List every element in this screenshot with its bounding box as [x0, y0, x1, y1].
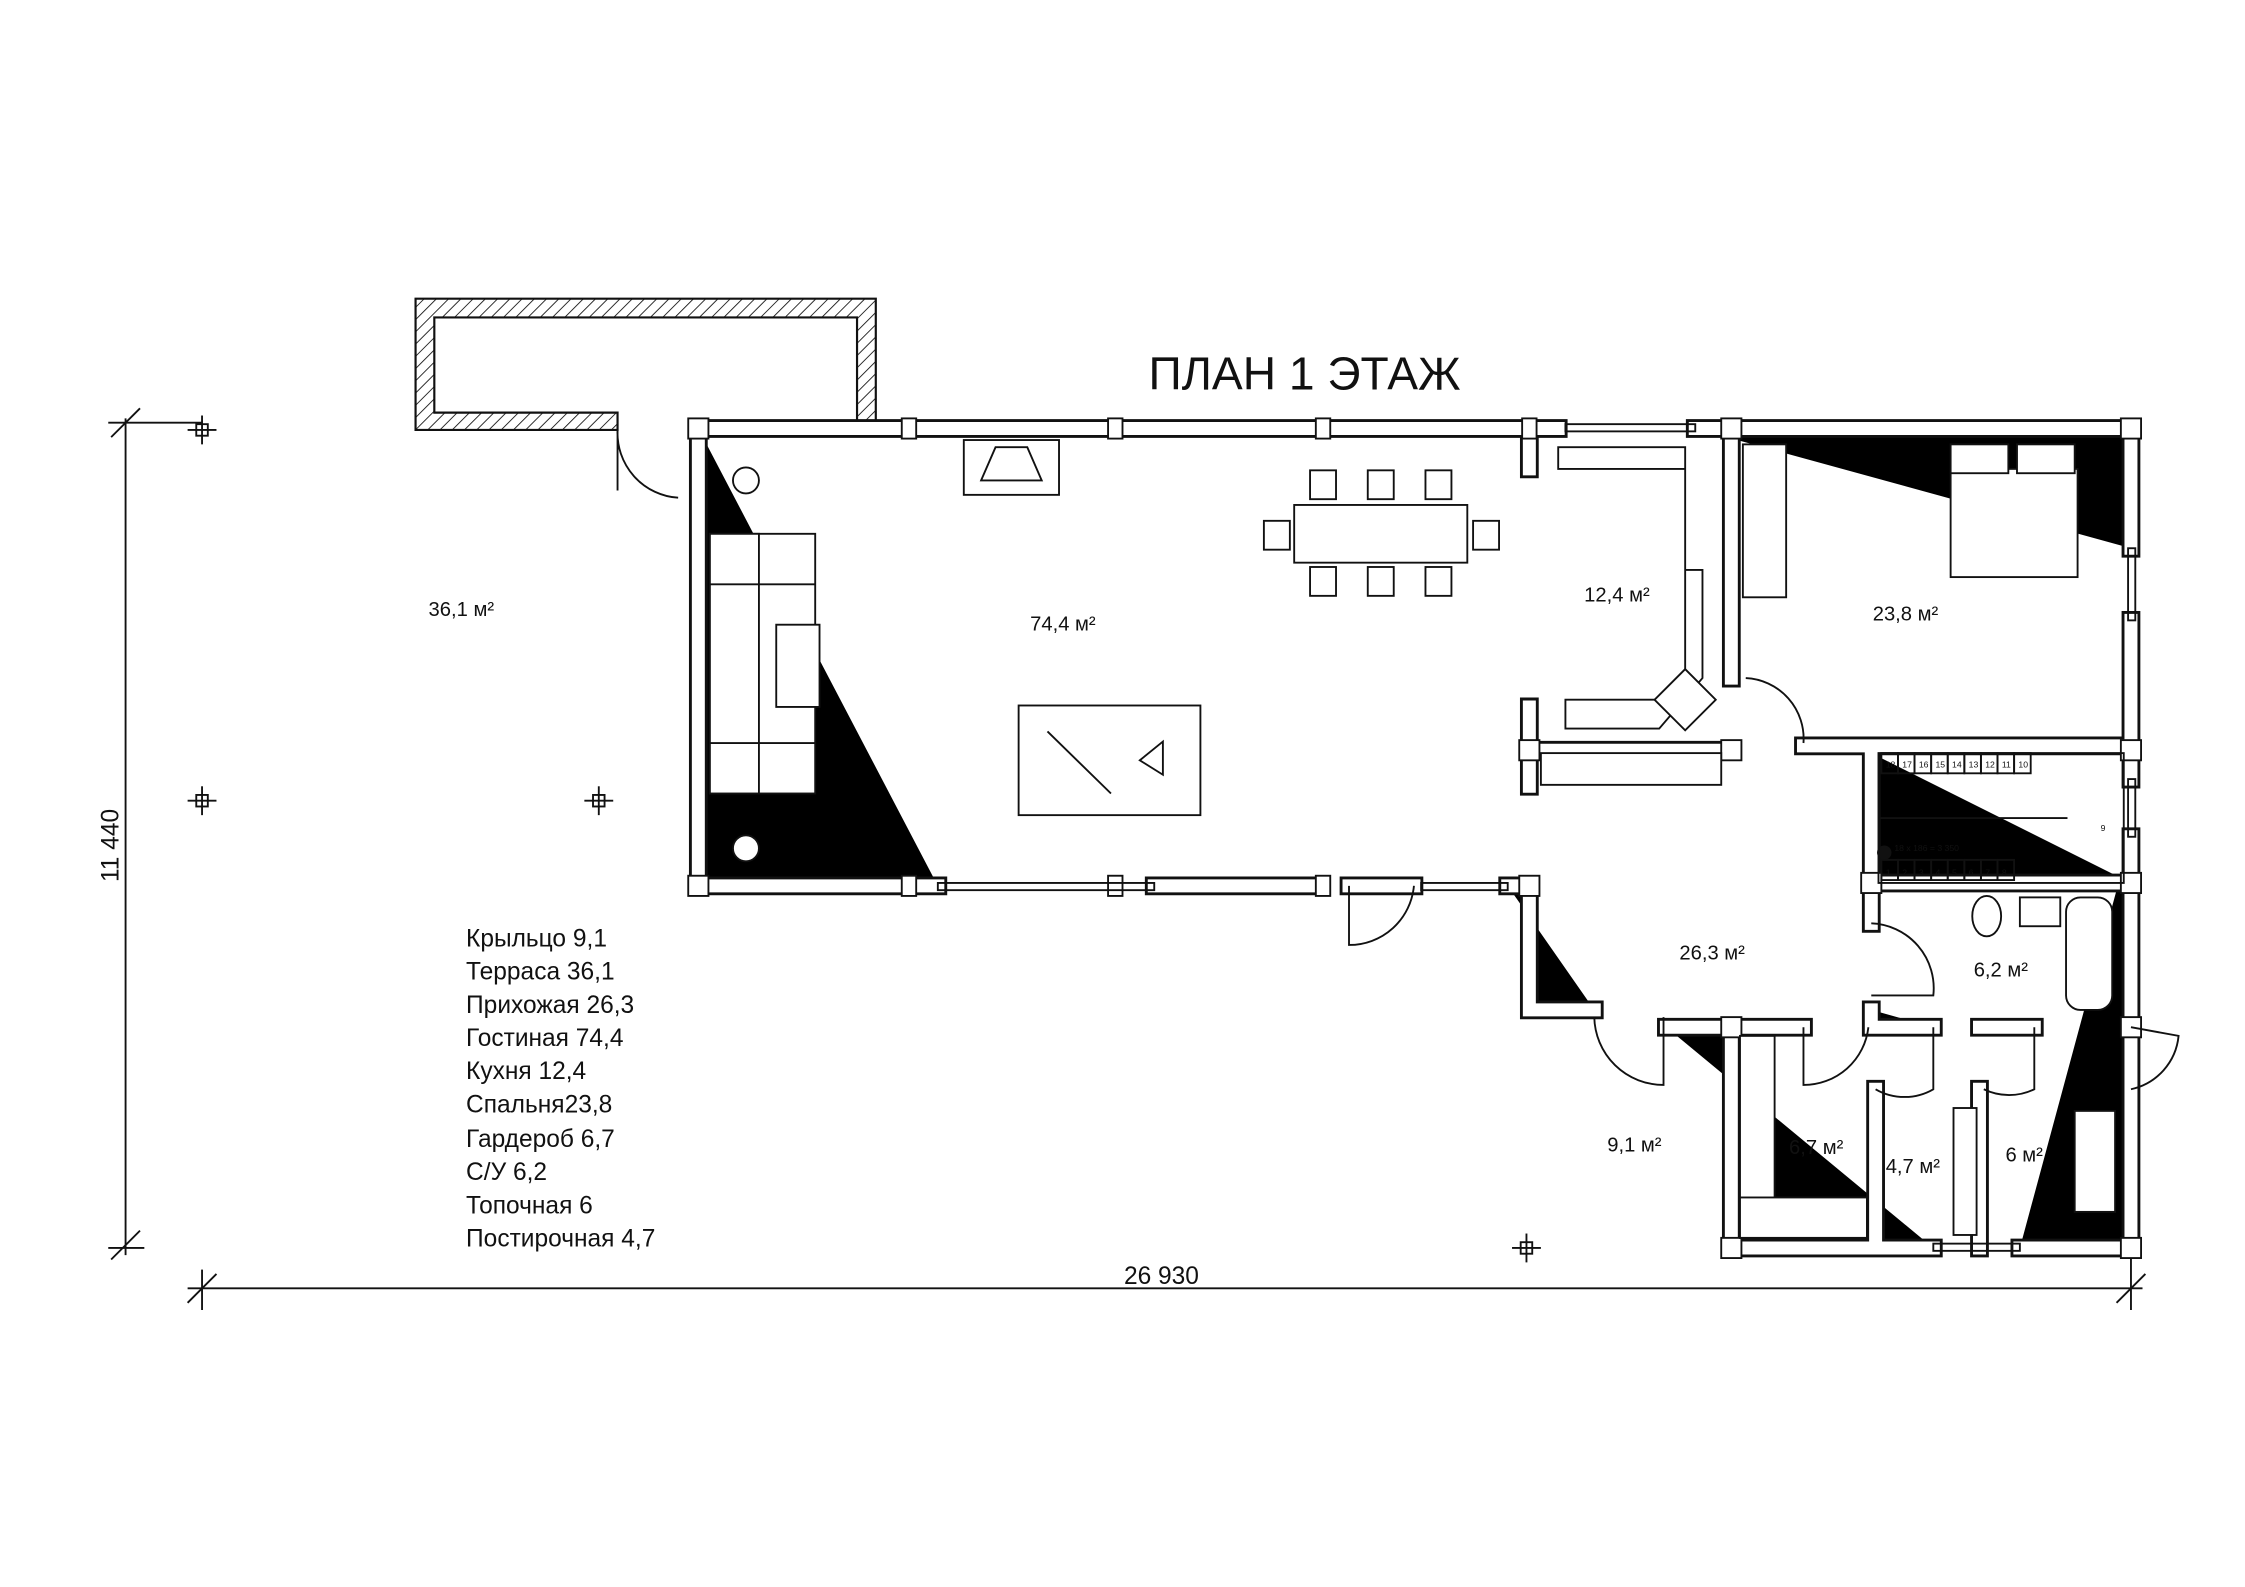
- stair-step-number: 7: [1985, 868, 1990, 878]
- room-area-living: 74,4 м²: [1030, 613, 1096, 635]
- area-legend: Крыльцо 9,1 Терраса 36,1 Прихожая 26,3 Г…: [466, 925, 655, 1252]
- legend-item: Топочная 6: [466, 1192, 593, 1219]
- stairs-landing: 9: [2101, 823, 2106, 833]
- stair-tread: [1996, 858, 2016, 882]
- stair-step-number: 3: [1919, 868, 1924, 878]
- stair-step-number: 12: [1985, 760, 1995, 770]
- dimension-width: 26 930: [186, 1255, 2147, 1310]
- legend-item: Терраса 36,1: [466, 959, 615, 986]
- legend-item: Крыльцо 9,1: [466, 925, 607, 952]
- svg-text:26 930: 26 930: [1124, 1263, 1199, 1290]
- stair-step-number: 15: [1935, 760, 1945, 770]
- room-area-laundry: 4,7 м²: [1886, 1156, 1941, 1178]
- legend-item: Кухня 12,4: [466, 1058, 586, 1085]
- columns: [187, 415, 1541, 1263]
- terrace-wall: [414, 297, 877, 432]
- stair-step-number: 13: [1969, 760, 1979, 770]
- legend-item: Гостиная 74,4: [466, 1025, 623, 1052]
- stairs-formula: 18 x 186 = 3 350: [1894, 843, 1959, 853]
- stair-step-number: 5: [1952, 868, 1957, 878]
- stair-step-number: 2: [1902, 868, 1907, 878]
- legend-item: С/У 6,2: [466, 1159, 547, 1186]
- stair-step-number: 17: [1902, 760, 1912, 770]
- stair-step-number: 10: [2018, 760, 2028, 770]
- stair-step-number: 1: [1886, 868, 1891, 878]
- legend-item: Гардероб 6,7: [466, 1126, 615, 1153]
- room-area-hall: 26,3 м²: [1679, 942, 1745, 964]
- plan-title: ПЛАН 1 ЭТАЖ: [1148, 348, 1460, 400]
- terrace-door-swing: [616, 429, 679, 499]
- legend-item: Спальня23,8: [466, 1091, 612, 1118]
- stair-step-number: 11: [2002, 760, 2011, 770]
- stair-step-number: 4: [1935, 868, 1940, 878]
- room-area-porch: 9,1 м²: [1607, 1134, 1662, 1156]
- windows: [936, 423, 2137, 1252]
- room-area-bedroom: 23,8 м²: [1873, 603, 1939, 625]
- doors: [1348, 677, 2180, 1098]
- legend-item: Постирочная 4,7: [466, 1226, 655, 1253]
- dimension-height: 11 440: [97, 407, 203, 1261]
- room-labels: 36,1 м² 74,4 м² 12,4 м² 23,8 м² 26,3 м² …: [429, 585, 2044, 1178]
- wall-logs: [687, 417, 2143, 1259]
- stair-tread: [2013, 752, 2032, 775]
- legend-item: Прихожая 26,3: [466, 992, 634, 1019]
- room-area-terrace: 36,1 м²: [429, 599, 495, 621]
- stair-step-number: 14: [1952, 760, 1962, 770]
- room-area-kitchen: 12,4 м²: [1584, 585, 1650, 607]
- stair-step-number: 16: [1919, 760, 1929, 770]
- furniture: [708, 439, 2117, 1239]
- room-area-bathroom: 6,2 м²: [1974, 960, 2029, 982]
- room-area-wardrobe: 6,7 м²: [1789, 1137, 1844, 1159]
- stair-step-number: 18: [1886, 760, 1896, 770]
- stair-step-number: 8: [2002, 868, 2007, 878]
- svg-text:11 440: 11 440: [97, 809, 124, 882]
- stair-step-number: 6: [1969, 868, 1974, 878]
- room-area-boiler: 6 м²: [2005, 1144, 2043, 1166]
